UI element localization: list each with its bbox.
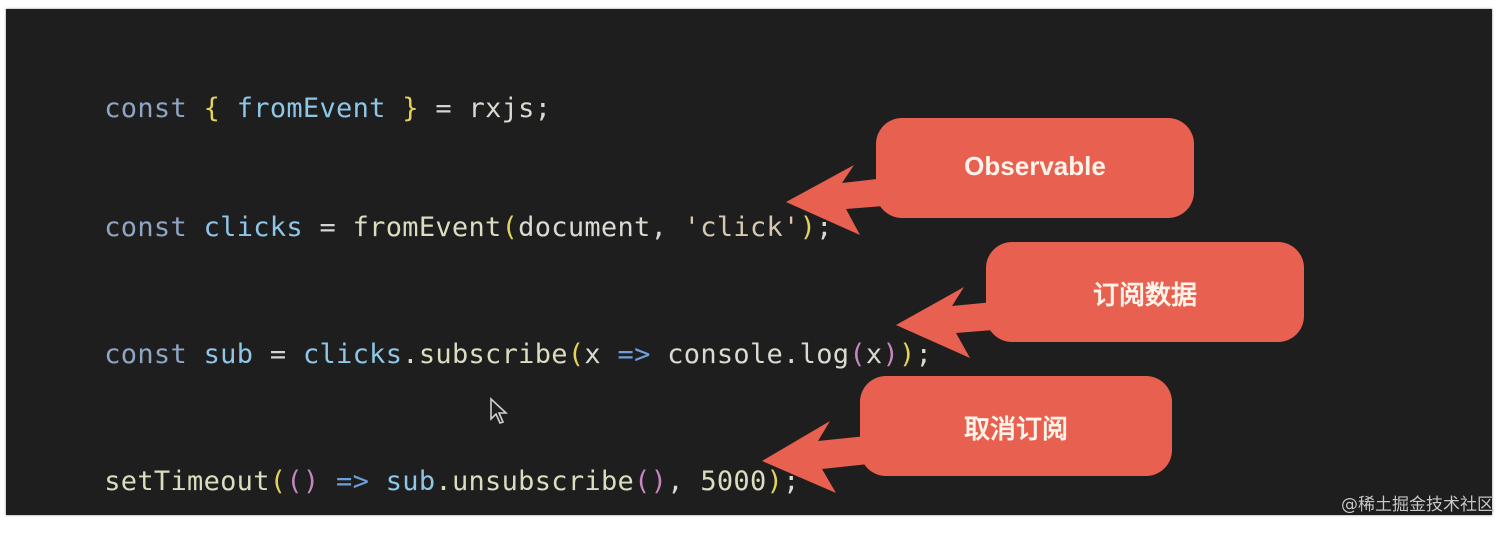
code-token: =>: [336, 466, 386, 497]
code-token: ;: [915, 339, 933, 370]
callout-subscribe: 订阅数据: [894, 241, 1314, 361]
code-token: (: [567, 339, 585, 370]
code-token: .subscribe: [402, 339, 568, 370]
code-token: sub: [203, 339, 270, 370]
callout-label: Observable: [964, 151, 1106, 181]
callout-label: 取消订阅: [963, 414, 1068, 444]
code-token: setTimeout: [104, 466, 270, 497]
code-token: =: [269, 339, 303, 370]
code-line-4: setTimeout(() => sub.unsubscribe(), 5000…: [38, 431, 800, 533]
code-token: x: [584, 339, 618, 370]
code-token: (): [634, 466, 668, 497]
code-line-3: const sub = clicks.subscribe(x => consol…: [38, 304, 932, 406]
code-token: =>: [617, 339, 668, 370]
code-token: (: [501, 212, 519, 243]
code-token: ): [882, 339, 899, 370]
mouse-pointer-icon: [489, 397, 511, 429]
callout-arrow-icon: [762, 376, 1172, 493]
code-token: console.log: [667, 339, 850, 370]
code-token: sub: [385, 466, 436, 497]
callout-arrow-icon: [786, 118, 1194, 235]
code-token: (: [269, 466, 287, 497]
code-token: ): [899, 339, 916, 370]
code-token: (: [849, 339, 866, 370]
callout-label: 订阅数据: [1092, 280, 1197, 310]
code-token: .unsubscribe: [435, 466, 635, 497]
callout-arrow-icon: [896, 242, 1304, 358]
code-token: const: [104, 93, 204, 124]
code-token: clicks: [302, 339, 403, 370]
code-token: const: [104, 212, 204, 243]
code-token: fromEvent: [236, 93, 403, 124]
code-token: ): [766, 466, 784, 497]
code-token: =: [435, 93, 469, 124]
code-token: rxjs;: [468, 93, 552, 124]
code-token: document,: [518, 212, 684, 243]
callout-observable: Observable: [784, 117, 1204, 237]
code-slide-frame: const { fromEvent } = rxjs; const clicks…: [6, 9, 1492, 515]
code-token: clicks: [203, 212, 320, 243]
code-token: }: [402, 93, 436, 124]
code-token: =: [319, 212, 353, 243]
code-line-2: const clicks = fromEvent(document, 'clic…: [38, 177, 833, 279]
code-token: ,: [667, 466, 701, 497]
code-token: x: [865, 339, 883, 370]
code-token: fromEvent: [352, 212, 502, 243]
code-token: ): [799, 212, 817, 243]
code-line-1: const { fromEvent } = rxjs;: [38, 58, 551, 160]
watermark: @稀土掘金技术社区: [1341, 495, 1494, 515]
code-token: {: [203, 93, 237, 124]
callout-unsubscribe: 取消订阅: [760, 375, 1180, 495]
code-token: const: [104, 339, 204, 370]
code-token: 'click': [683, 212, 800, 243]
code-token: (): [286, 466, 320, 497]
code-token: [319, 466, 336, 497]
code-token: 5000: [700, 466, 767, 497]
